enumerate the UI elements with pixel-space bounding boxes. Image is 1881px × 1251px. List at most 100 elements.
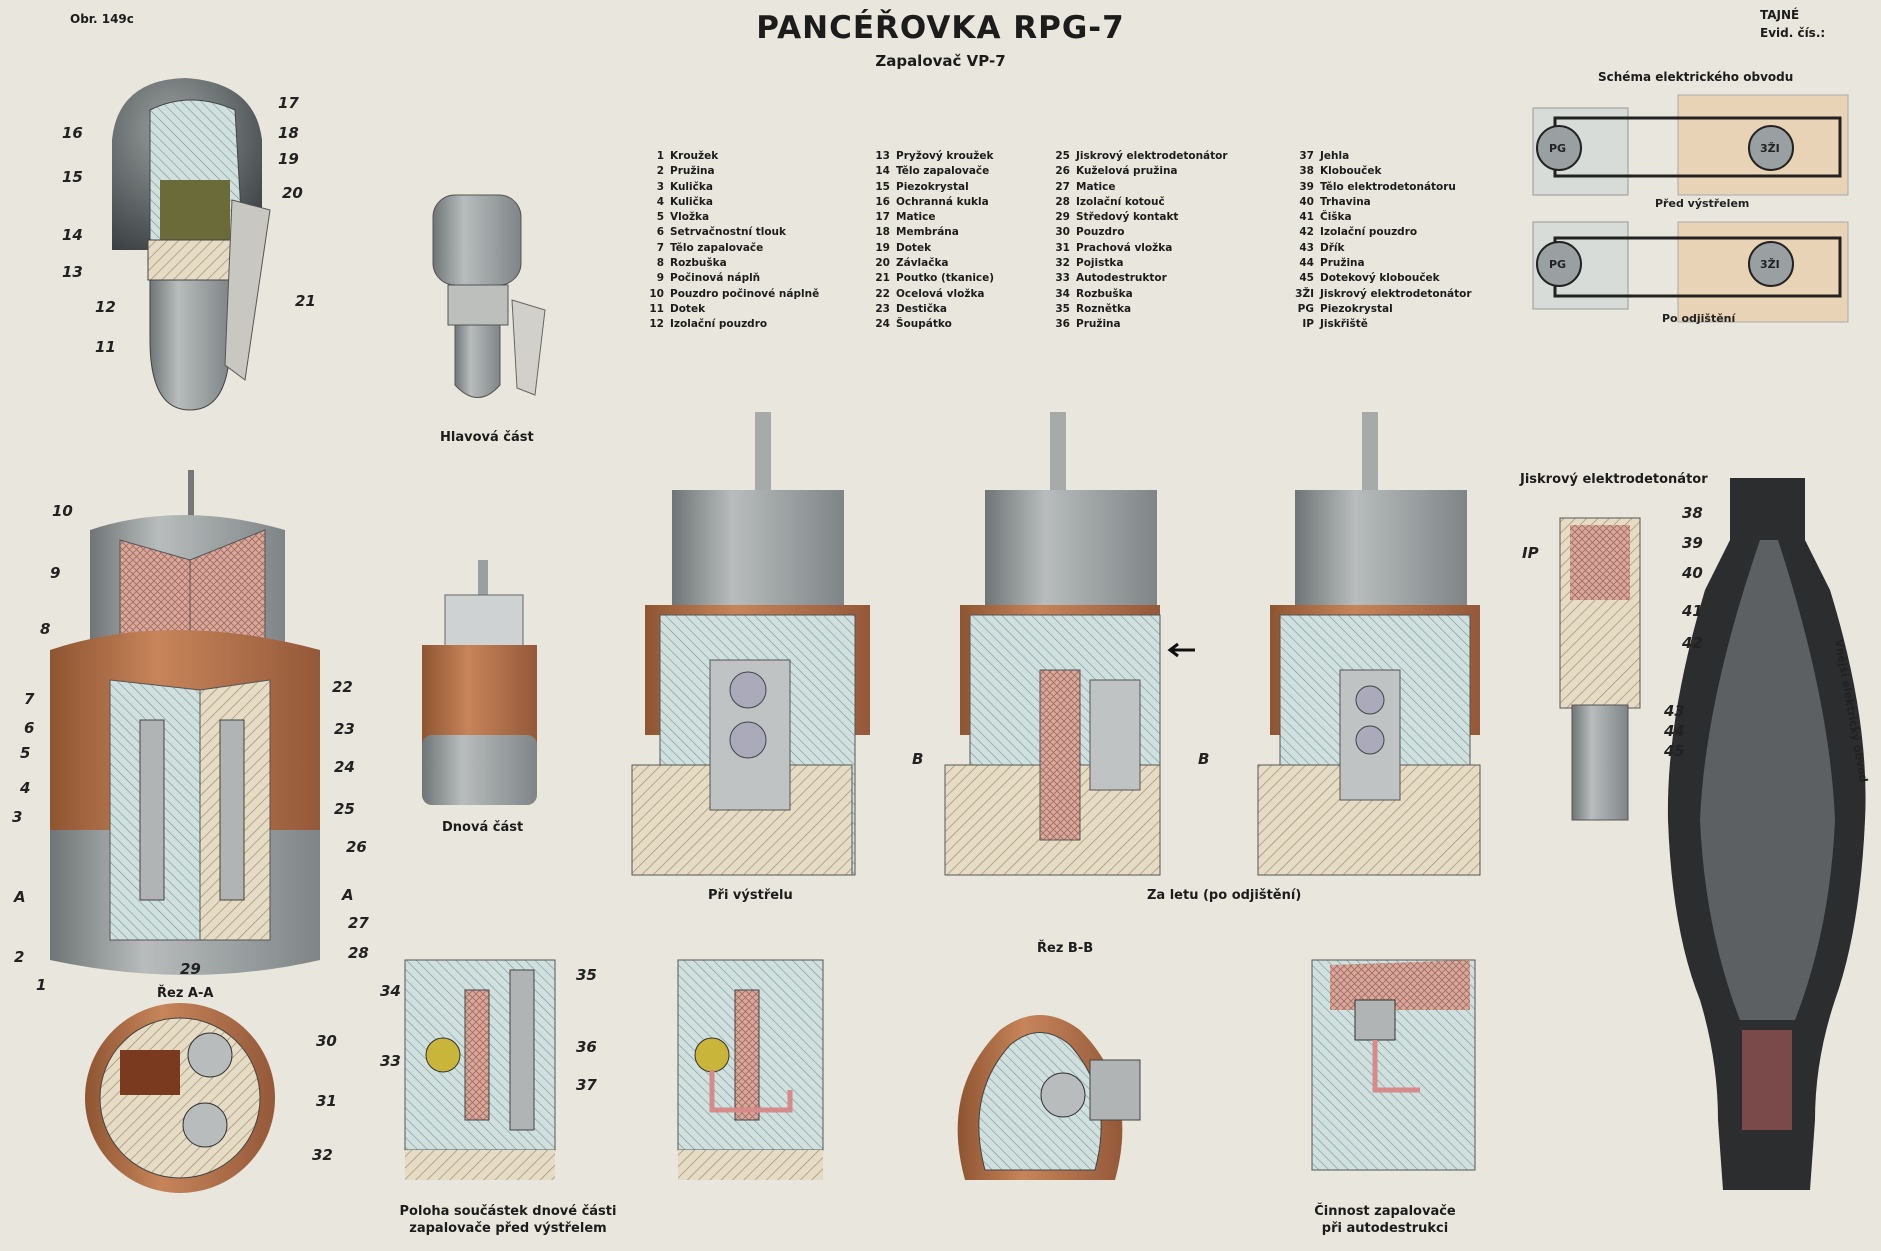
legend-text: Pryžový kroužek	[896, 150, 994, 162]
part-19: 19	[278, 150, 299, 168]
legend-number: 32	[1055, 257, 1070, 270]
legend-number: 14	[875, 165, 890, 178]
legend-text: Kuželová pružina	[1076, 165, 1178, 178]
part-number-labels: 16 15 14 13 12 11 17 18 19 20 21 10 9 8 …	[12, 94, 1703, 1164]
caption-head-part: Hlavová část	[440, 430, 534, 445]
legend-text: Šoupátko	[896, 318, 952, 331]
legend-text: Dotek	[896, 241, 932, 254]
legend-number: 41	[1299, 211, 1314, 224]
legend-item: 30 Pouzdro	[1046, 225, 1228, 240]
part-6: 6	[24, 719, 34, 737]
part-21: 21	[295, 292, 316, 310]
part-39: 39	[1682, 534, 1703, 552]
part-28: 28	[348, 944, 369, 962]
legend-text: Kulička	[670, 195, 713, 208]
part-45: 45	[1663, 742, 1685, 760]
legend-number: 25	[1055, 150, 1070, 162]
legend-number: 30	[1055, 226, 1070, 239]
self-destruct-drawing	[1311, 959, 1476, 1171]
part-ip: IP	[1522, 544, 1539, 562]
part-30: 30	[316, 1032, 337, 1050]
legend-number: 38	[1299, 165, 1314, 178]
part-29: 29	[180, 960, 201, 978]
circuit-before-firing	[1532, 94, 1849, 196]
caption-base-position-1: Poloha součástek dnové části	[399, 1204, 617, 1219]
legend-number: 44	[1299, 257, 1314, 270]
section-marker-b-left: B	[912, 750, 923, 768]
legend-number: 36	[1055, 318, 1070, 331]
fuze-section-flight-1	[944, 412, 1161, 876]
legend-text: Tělo zapalovače	[670, 241, 764, 254]
legend-number: 11	[649, 302, 664, 315]
legend-number: IP	[1302, 318, 1314, 331]
part-35: 35	[576, 966, 597, 984]
part-26: 26	[346, 838, 367, 856]
circuit-3zi-label-1: 3ŽI	[1760, 142, 1780, 155]
fuze-section-firing	[631, 412, 870, 876]
legend-number: 43	[1299, 241, 1314, 254]
caption-section-bb: Řez B-B	[1037, 941, 1094, 956]
legend-text: Izolační pouzdro	[670, 318, 768, 331]
legend-number: 9	[656, 272, 664, 285]
legend-text: Destička	[896, 302, 947, 315]
caption-on-firing: Při výstřelu	[708, 888, 793, 903]
legend-text: Závlačka	[896, 257, 949, 270]
legend-number: 15	[875, 180, 890, 193]
part-15: 15	[62, 168, 83, 186]
part-23: 23	[334, 720, 355, 738]
legend-number: 18	[875, 226, 890, 239]
base-part-drawing	[422, 560, 537, 805]
caption-section-aa: Řez A-A	[157, 986, 214, 1001]
legend-text: Vložka	[670, 211, 710, 224]
legend-number: 33	[1055, 272, 1070, 285]
part-22: 22	[332, 678, 353, 696]
legend-text: Izolační pouzdro	[1320, 226, 1418, 239]
legend-number: 29	[1055, 211, 1070, 224]
circuit-after-arming	[1532, 221, 1849, 323]
legend-text: Dřík	[1320, 241, 1345, 254]
part-8: 8	[40, 620, 50, 638]
part-41: 41	[1681, 602, 1703, 620]
legend-text: Rozbuška	[1076, 287, 1133, 300]
base-cutaway-drawing	[50, 470, 320, 975]
base-self-destruct-drawing	[677, 959, 824, 1180]
part-4: 4	[19, 779, 30, 797]
section-bb-drawing	[957, 1015, 1141, 1180]
legend-number: 28	[1055, 195, 1070, 208]
part-2: 2	[14, 948, 24, 966]
part-36: 36	[576, 1038, 597, 1056]
legend-number: 2	[656, 165, 664, 178]
circuit-title: Schéma elektrického obvodu	[1598, 70, 1794, 84]
legend-text: Trhavina	[1320, 195, 1371, 208]
legend-item: 23 Destička	[866, 302, 994, 317]
legend-text: Dotekový klobouček	[1320, 272, 1440, 285]
part-17: 17	[278, 94, 299, 112]
caption-spark-detonator: Jiskrový elektrodetonátor	[1520, 472, 1708, 487]
part-32: 32	[312, 1146, 333, 1164]
part-13: 13	[62, 263, 83, 281]
section-marker-b-right: B	[1198, 750, 1209, 768]
legend-number: 22	[875, 287, 890, 300]
legend-text: Pouzdro	[1076, 226, 1125, 239]
part-16: 16	[62, 124, 83, 142]
warhead-drawing	[1667, 478, 1866, 1190]
legend-number: 23	[875, 302, 890, 315]
